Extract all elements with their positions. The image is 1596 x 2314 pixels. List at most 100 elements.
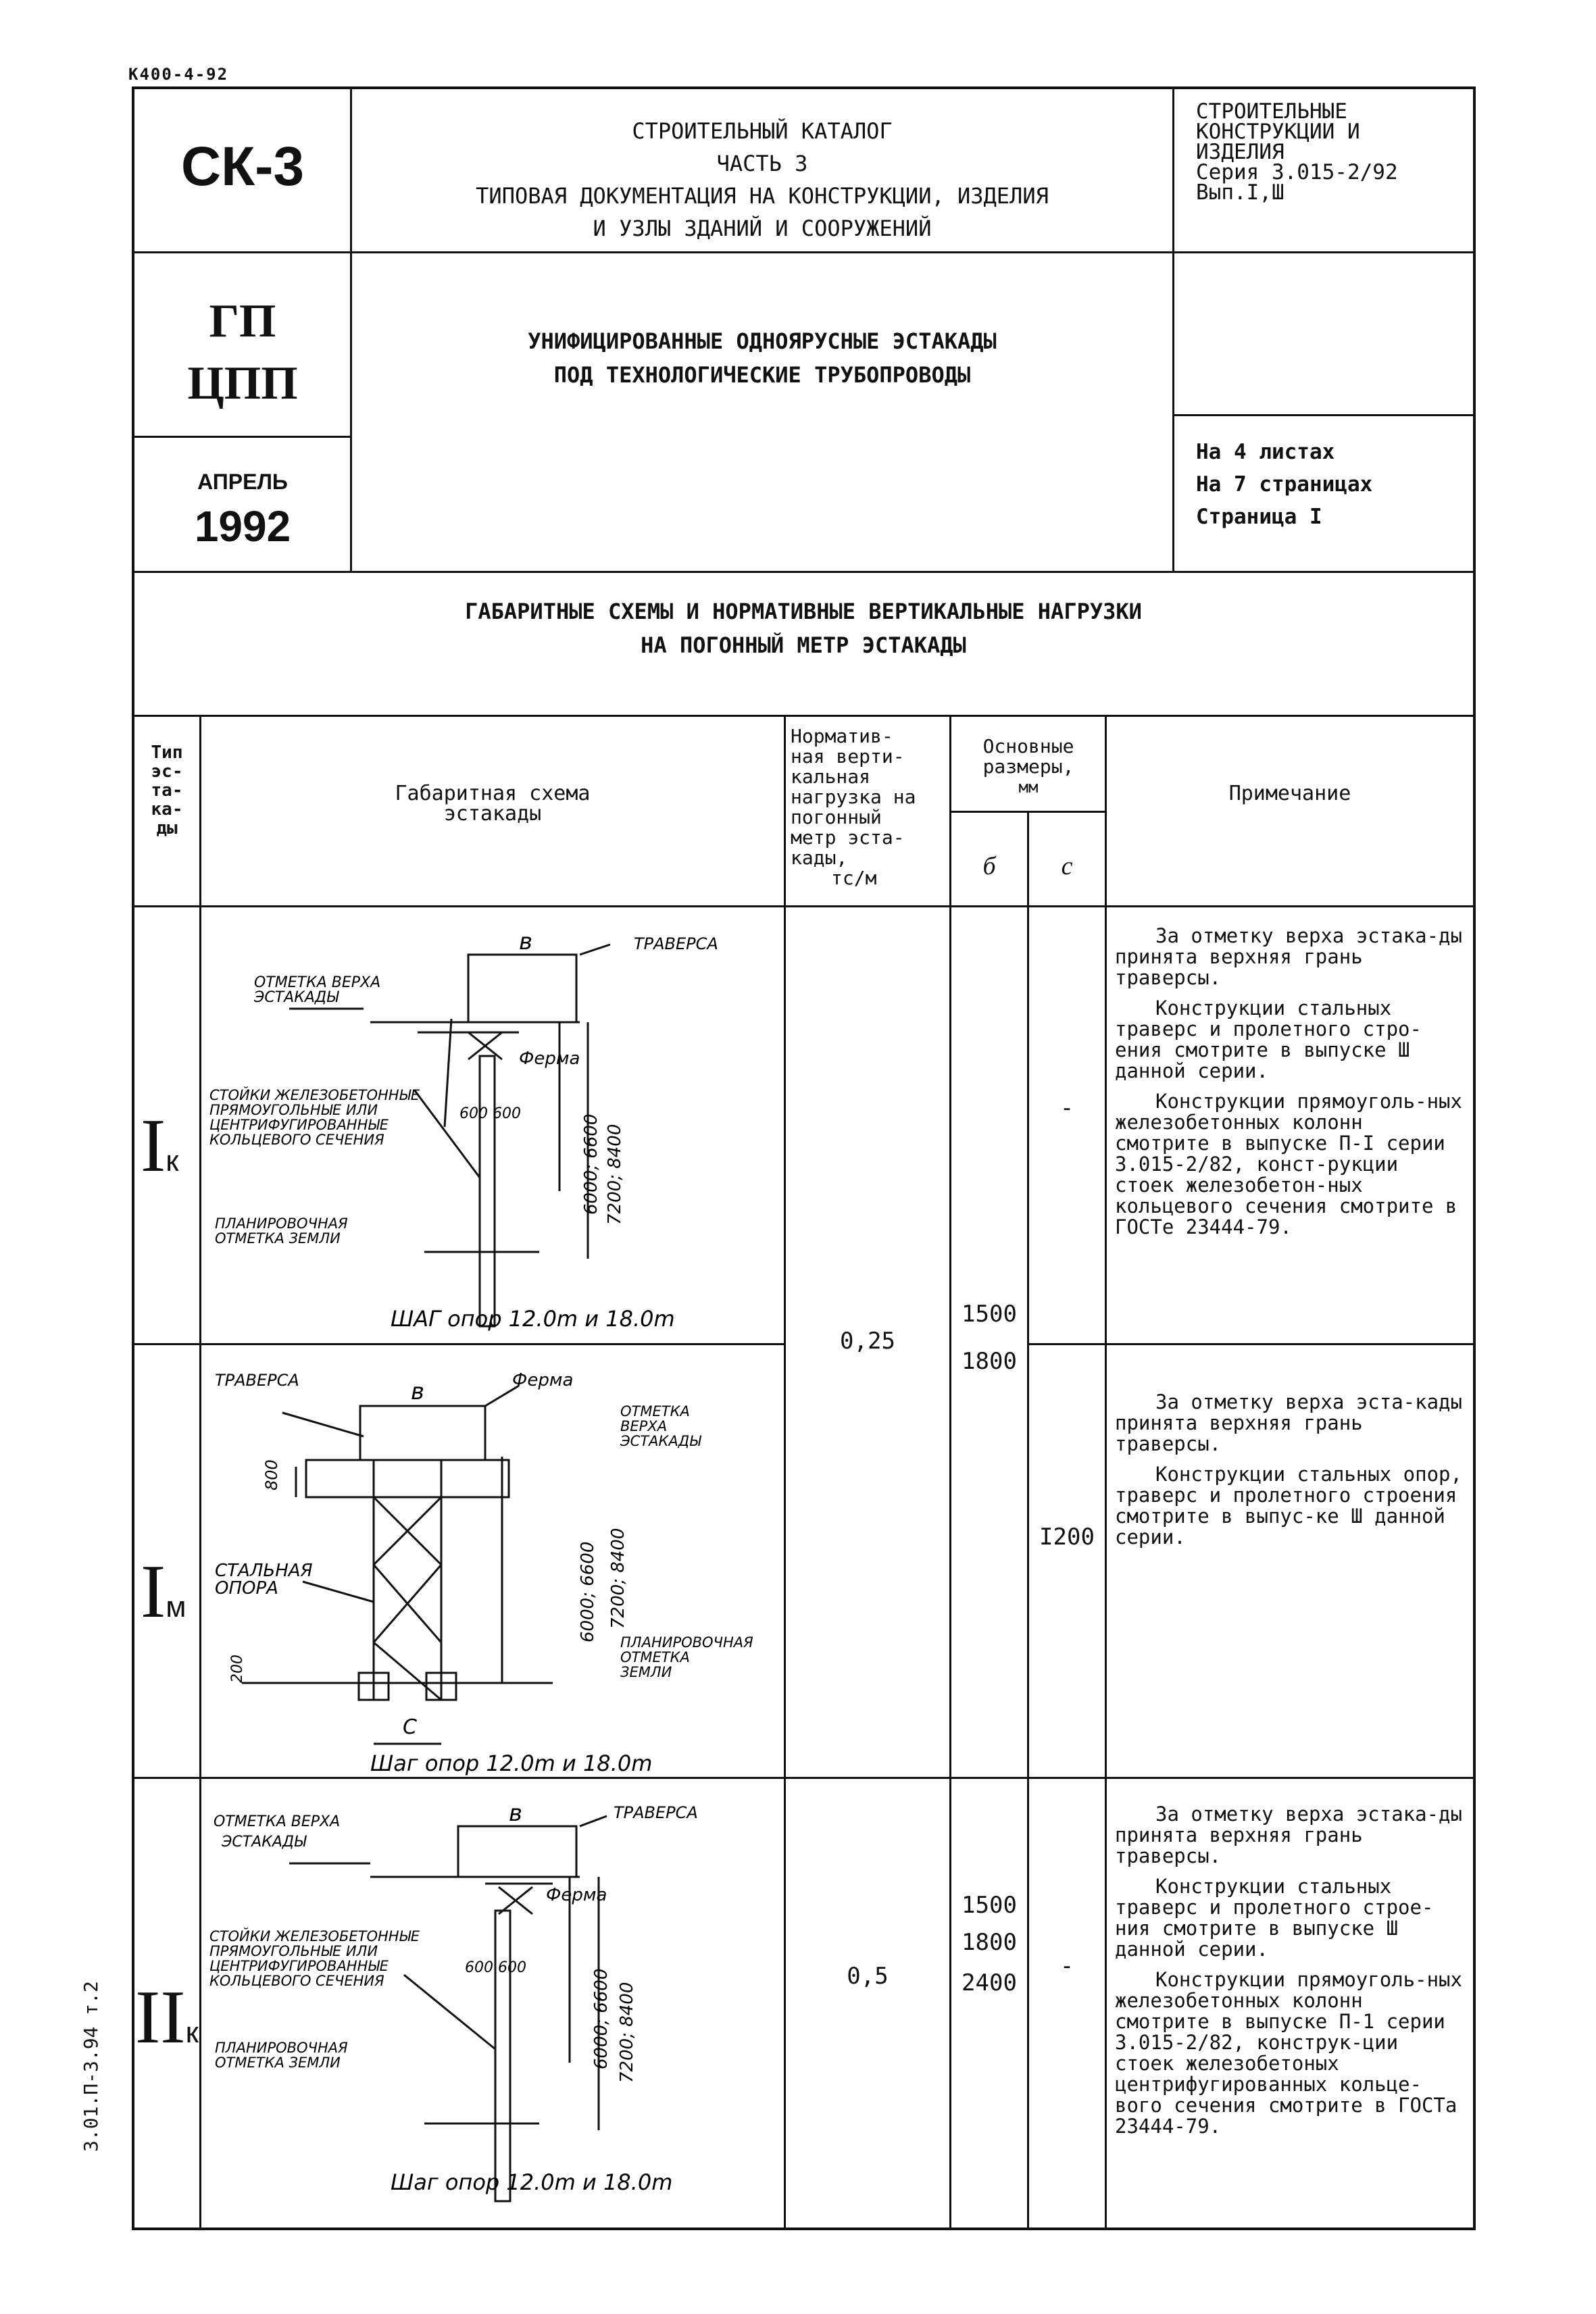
- row3-b-3: 2400: [962, 1969, 1017, 1996]
- scheme1-dim-small: 600 600: [459, 1105, 521, 1122]
- hdr-h3: [132, 571, 1475, 573]
- scheme1-ground: ПЛАНИРОВОЧНАЯ: [215, 1215, 348, 1232]
- traverse-box: [359, 1405, 487, 1461]
- load-rows-1-2: 0,25: [840, 1328, 895, 1355]
- row1-type-main: I: [141, 1104, 166, 1188]
- scheme2-dim-200: 200: [229, 1655, 246, 1683]
- hdr-v1: [350, 86, 352, 572]
- hdr-h1: [132, 251, 1475, 253]
- load-row-3: 0,5: [847, 1963, 889, 1990]
- scheme1-columns: ЦЕНТРИФУГИРОВАННЫЕ: [209, 1117, 389, 1133]
- section-title-line: ГАБАРИТНЫЕ СХЕМЫ И НОРМАТИВНЫЕ ВЕРТИКАЛЬ…: [465, 599, 1142, 624]
- scheme1-truss: Ферма: [519, 1049, 580, 1069]
- row1-notes: За отметку верха эстака-ды принята верхн…: [1115, 926, 1466, 1247]
- tbl-top: [132, 715, 1475, 717]
- scheme1-traverse: ТРАВЕРСА: [634, 934, 718, 953]
- date-year: 1992: [194, 502, 291, 551]
- row3-type-main: II: [135, 1976, 186, 2059]
- scheme3-truss: Ферма: [546, 1885, 607, 1905]
- side-code: 3.01.П-3.94 т.2: [80, 1981, 102, 2152]
- date-month: АПРЕЛЬ: [197, 470, 288, 494]
- tbl-header-bottom: [132, 905, 1475, 907]
- scheme1-columns: КОЛЬЦЕВОГО СЕЧЕНИЯ: [209, 1132, 384, 1148]
- row1-b-1: 1500: [962, 1301, 1017, 1328]
- row2-type-sub: м: [166, 1590, 186, 1624]
- scheme3-traverse: ТРАВЕРСА: [614, 1803, 698, 1822]
- header-dims-line: размеры,: [982, 755, 1074, 778]
- scheme2-dim-800: 800: [262, 1459, 281, 1490]
- column: [478, 1055, 496, 1328]
- frame-left: [132, 86, 134, 2230]
- note-paragraph: Конструкции стальных опор, траверс и про…: [1115, 1463, 1462, 1549]
- frame-right: [1473, 86, 1476, 2230]
- row2-c: I200: [1039, 1524, 1095, 1551]
- scheme3-ground: ОТМЕТКА ЗЕМЛИ: [215, 2055, 341, 2071]
- series-line: ИЗДЕЛИЯ: [1196, 140, 1285, 164]
- scheme1-b: в: [519, 928, 532, 955]
- header-load-line: метр эста-: [791, 826, 905, 849]
- row2-type: Iм: [141, 1554, 186, 1630]
- header-load-line: тс/м: [831, 867, 877, 889]
- scheme3-ground: ПЛАНИРОВОЧНАЯ: [215, 2040, 348, 2056]
- traverse-box: [467, 953, 578, 1024]
- org-line-2: ЦПП: [187, 357, 298, 409]
- scheme-1-diagram: в ТРАВЕРСА Ферма ОТМЕТКА ВЕРХА ЭСТАКАДЫ …: [209, 928, 718, 1332]
- note-paragraph: За отметку верха эстака-ды принята верхн…: [1115, 924, 1462, 989]
- scheme2-top-mark: ЭСТАКАДЫ: [620, 1433, 701, 1449]
- scheme-2-diagram: в ТРАВЕРСА Ферма ОТМЕТКА ВЕРХА ЭСТАКАДЫ …: [215, 1370, 753, 1776]
- scheme1-top-mark: ЭСТАКАДЫ: [253, 989, 339, 1006]
- header-load-line: ная верти-: [791, 745, 905, 768]
- row3-notes: За отметку верха эстака-ды принята верхн…: [1115, 1804, 1466, 2146]
- scheme2-dim-c: С: [403, 1715, 417, 1739]
- hdr-h2: [132, 436, 351, 438]
- sheets-line: На 7 страницах: [1196, 472, 1373, 497]
- section-title: ГАБАРИТНЫЕ СХЕМЫ И НОРМАТИВНЫЕ ВЕРТИКАЛЬ…: [134, 595, 1472, 662]
- scheme3-columns: ПРЯМОУГОЛЬНЫЕ ИЛИ: [209, 1943, 378, 1959]
- series-line: Серия 3.015-2/92: [1196, 160, 1398, 184]
- header-dims: Основные размеры, мм: [951, 736, 1105, 797]
- sheets-line: Страница I: [1196, 505, 1322, 529]
- row1-bottom-right: [1027, 1343, 1475, 1345]
- scheme2-ground: ОТМЕТКА: [620, 1649, 690, 1665]
- scheme3-dim-h2: 7200; 8400: [617, 1982, 637, 2083]
- scheme1-columns: ПРЯМОУГОЛЬНЫЕ ИЛИ: [209, 1102, 378, 1118]
- scheme2-top-mark: ВЕРХА: [620, 1418, 667, 1434]
- header-note: Примечание: [1228, 782, 1351, 805]
- scheme2-traverse: ТРАВЕРСА: [215, 1371, 299, 1390]
- catalog-title-line: И УЗЛЫ ЗДАНИЙ И СООРУЖЕНИЙ: [593, 216, 932, 241]
- row2-type-main: I: [141, 1550, 166, 1634]
- scheme2-support: СТАЛЬНАЯ: [215, 1561, 313, 1581]
- org-line-1: ГП: [209, 295, 276, 347]
- tbl-dims-sub: [949, 811, 1106, 813]
- scheme3-columns: СТОЙКИ ЖЕЛЕЗОБЕТОННЫЕ: [209, 1928, 420, 1944]
- header-type-line: ды: [156, 818, 178, 838]
- scheme1-dim-h2: 7200; 8400: [605, 1124, 625, 1225]
- row3-b-1: 1500: [962, 1892, 1017, 1919]
- scheme1-top-mark: ОТМЕТКА ВЕРХА: [254, 974, 380, 991]
- catalog-title-line: ЧАСТЬ 3: [716, 151, 808, 176]
- subject-title: УНИФИЦИРОВАННЫЕ ОДНОЯРУСНЫЕ ЭСТАКАДЫ ПОД…: [352, 324, 1172, 392]
- column: [494, 1909, 512, 2203]
- scheme3-top-mark: ОТМЕТКА ВЕРХА: [214, 1813, 340, 1830]
- header-load-line: погонный: [791, 806, 882, 828]
- note-paragraph: Конструкции прямоуголь-ных железобетонны…: [1115, 1968, 1462, 2138]
- header-type: Тип эс- та- ка- ды: [134, 743, 199, 838]
- document-code: К400-4-92: [128, 65, 229, 84]
- org-block: ГП ЦПП: [134, 291, 351, 415]
- section-title-line: НА ПОГОННЫЙ МЕТР ЭСТАКАДЫ: [641, 632, 966, 658]
- scheme3-step: Шаг опор 12.0m и 18.0m: [391, 2169, 672, 2195]
- series-line: КОНСТРУКЦИИ И: [1196, 120, 1360, 144]
- scheme3-top-mark: ЭСТАКАДЫ: [221, 1834, 307, 1851]
- sheets-line: На 4 листах: [1196, 440, 1335, 464]
- header-dims-line: Основные: [982, 735, 1074, 757]
- hdr-h2b: [1172, 414, 1475, 416]
- scheme2-top-mark: ОТМЕТКА: [620, 1403, 690, 1419]
- scheme2-ground: ПЛАНИРОВОЧНАЯ: [620, 1634, 753, 1651]
- header-c: с: [1061, 852, 1073, 880]
- row3-b-2: 1800: [962, 1929, 1017, 1956]
- row1-b-2: 1800: [962, 1348, 1017, 1375]
- row1-type-sub: к: [166, 1145, 179, 1178]
- scheme2-support: ОПОРА: [215, 1578, 278, 1599]
- scheme2-dim-h2: 7200; 8400: [608, 1528, 628, 1629]
- scheme1-dim-h1: 6000; 6600: [581, 1114, 601, 1215]
